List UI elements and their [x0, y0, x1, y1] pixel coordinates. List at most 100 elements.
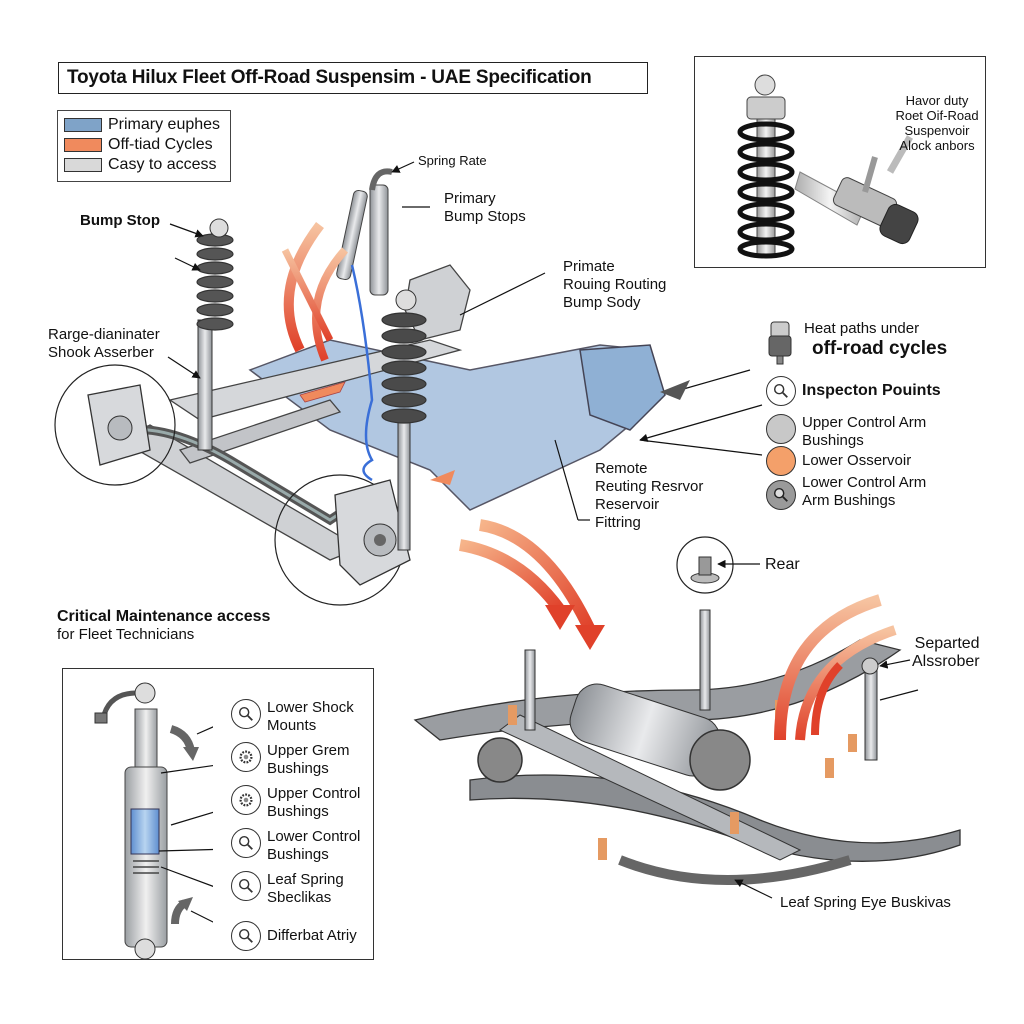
point-line: Bushings	[267, 846, 329, 863]
callout-remote-reservoir: Remote Reuting Resrvor Reservoir Fittrin…	[595, 460, 703, 532]
magnifier-icon	[231, 871, 261, 901]
callout-line: Shook Asserber	[48, 344, 154, 361]
heat-arrows-front	[281, 221, 348, 362]
coilover-reservoir-illustration	[737, 74, 919, 259]
heat-paths-line: off-road cycles	[812, 338, 948, 359]
leader-lines	[167, 161, 919, 899]
legend-label: Casy to access	[108, 156, 217, 173]
callout-leaf-spring-eye: Leaf Spring Eye Buskivas	[780, 894, 951, 911]
point-line: Bushings	[267, 760, 329, 777]
callout-line: Rarge-dianinater	[48, 326, 160, 343]
point-line: Upper Control	[267, 785, 361, 802]
callout-line: Alssrober	[912, 653, 980, 670]
point-line: Sbeclikas	[267, 889, 332, 906]
point-line: Leaf Spring	[267, 871, 344, 888]
legend-lower-control-arm: Lower Control Arm Arm Bushings	[766, 474, 1016, 510]
maintenance-title: Critical Maintenance access	[57, 608, 271, 625]
legend-label: Off-tiad Cycles	[108, 136, 213, 153]
shock-cutaway-illustration	[94, 682, 213, 959]
reservoir-shock	[336, 168, 393, 482]
callout-line: Remote	[595, 460, 648, 477]
caption-line: Suspenvoir	[904, 123, 970, 138]
gray-circle-icon	[766, 414, 796, 444]
left-coilover	[196, 218, 234, 451]
callout-primate-routing: Primate Rouing Routing Bump Sody	[563, 258, 666, 312]
maintenance-subtitle: for Fleet Technicians	[57, 626, 195, 643]
inspection-points-label: Inspecton Pouints	[802, 382, 941, 399]
inspection-points-legend: Inspecton Pouints	[766, 376, 1016, 406]
legend-swatch-gray	[64, 158, 102, 172]
front-frame	[118, 264, 666, 561]
callout-line: Rouing Routing	[563, 276, 667, 293]
color-legend: Primary euphes Off-tiad Cycles Casy to a…	[57, 110, 231, 182]
heat-arrows-center	[458, 519, 605, 650]
magnifier-icon	[231, 699, 261, 729]
callout-line: Primate	[563, 258, 615, 275]
bushing-icon	[231, 742, 261, 772]
callout-bump-stop: Bump Stop	[80, 212, 160, 229]
orange-circle-icon	[766, 446, 796, 476]
callout-primary-bump-stops: Primary Bump Stops	[444, 190, 526, 226]
shock-detail-inset: Havor duty Roet Oif-Road Suspenvoir Aloc…	[694, 56, 986, 268]
point-line: Lower Shock	[267, 699, 354, 716]
legend-upper-control-arm: Upper Control Arm Bushings	[766, 414, 1016, 450]
callout-range-diameter-shock: Rarge-dianinater Shook Asserber	[48, 326, 160, 362]
front-right-hub	[274, 474, 411, 606]
callout-separated-absorber: Separted Alssrober	[912, 635, 980, 671]
legend-swatch-blue	[64, 118, 102, 132]
magnifier-dark-circle-icon	[766, 480, 796, 510]
inset-caption: Havor duty Roet Oif-Road Suspenvoir Aloc…	[891, 93, 983, 153]
legend-item-primary: Primary euphes	[64, 115, 224, 135]
legend-line: Arm Bushings	[802, 492, 896, 509]
heat-paths-line: Heat paths under	[804, 320, 920, 337]
callout-line: Reuting Resrvor	[595, 478, 704, 495]
point-line: Upper Grem	[267, 742, 350, 759]
callout-line: Reservoir	[595, 496, 660, 513]
legend-line: Lower Osservoir	[802, 452, 912, 469]
magnifier-icon	[231, 828, 261, 858]
right-legend: Heat paths under off-road cycles Inspect…	[766, 320, 1016, 510]
legend-line: Lower Control Arm	[802, 474, 927, 491]
callout-rear: Rear	[765, 556, 800, 573]
bushing-icon	[231, 785, 261, 815]
legend-item-access: Casy to access	[64, 155, 224, 175]
magnifier-icon	[766, 376, 796, 406]
callout-spring-rate: Spring Rate	[418, 153, 487, 168]
caption-line: Alock anbors	[899, 138, 975, 153]
point-line: Mounts	[267, 717, 317, 734]
legend-lower-reservoir: Lower Osservoir	[766, 446, 1016, 476]
point-line: Differbat Atriy	[267, 926, 357, 944]
callout-line: Fittring	[595, 514, 641, 531]
caption-line: Havor duty	[905, 93, 969, 108]
heat-arrows-rear	[774, 594, 897, 741]
point-line: Bushings	[267, 803, 329, 820]
page-title: Toyota Hilux Fleet Off-Road Suspensim - …	[58, 62, 648, 94]
point-line: Lower Control	[267, 828, 361, 845]
legend-label: Primary euphes	[108, 116, 221, 133]
callout-line: Bump Stops	[444, 208, 526, 225]
callout-line: Primary	[444, 190, 496, 207]
caption-line: Roet Oif-Road	[895, 108, 979, 123]
rear-axle	[413, 609, 961, 885]
legend-item-offroad: Off-tiad Cycles	[64, 135, 224, 155]
maintenance-point-differential: Differbat Atriy	[231, 914, 371, 957]
callout-line: Separted	[914, 635, 980, 652]
legend-line: Upper Control Arm	[802, 414, 927, 431]
rear-mount-detail	[676, 536, 734, 594]
heat-paths-legend: Heat paths under off-road cycles	[766, 320, 1016, 366]
front-left-hub	[54, 364, 176, 486]
magnifier-icon	[231, 920, 261, 951]
shock-absorber-icon	[768, 321, 792, 365]
legend-swatch-orange	[64, 138, 102, 152]
callout-line: Bump Sody	[563, 294, 641, 311]
maintenance-heading: Critical Maintenance access for Fleet Te…	[57, 608, 270, 644]
legend-line: Bushings	[802, 432, 864, 449]
